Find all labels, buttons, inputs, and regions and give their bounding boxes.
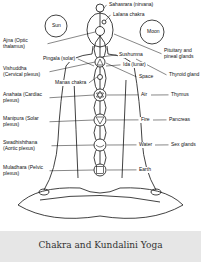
left-torso-outline (74, 80, 78, 178)
part-label: Fire (140, 117, 151, 123)
ida-line (94, 36, 106, 170)
leader-line (151, 94, 169, 95)
part-label: Water (138, 142, 153, 148)
leader-line (48, 32, 96, 44)
crossed-legs (18, 188, 183, 219)
part-label: Sushumna (118, 52, 144, 58)
part-label: Thymus (170, 92, 190, 98)
leader-line (106, 65, 121, 66)
caption-text: Chakra and Kundalini Yoga (0, 240, 201, 250)
chakra-symbol (97, 59, 103, 65)
part-label: Swadhishthana (Aortic plexus) (2, 140, 50, 152)
part-label: Sun (51, 23, 62, 29)
leader-line (52, 145, 95, 147)
leader-line (107, 169, 137, 170)
swadhishthana-chakra (94, 139, 106, 151)
leader-line (107, 119, 139, 120)
part-label: Moon (146, 29, 161, 35)
chakra-symbol (97, 91, 104, 99)
part-label: Sex glands (170, 142, 201, 148)
part-label: Vishuddha (Cervical plexus) (2, 66, 48, 78)
part-label: Ida (lunar) (122, 62, 147, 68)
leader-line (89, 77, 97, 83)
right-hand (151, 189, 161, 195)
leader-line (107, 144, 137, 145)
part-label: Air (140, 92, 148, 98)
manipura-chakra (94, 114, 106, 126)
vishuddha-chakra (95, 57, 105, 67)
part-label: Sahasrara (nirvana) (108, 2, 154, 8)
leader-line (50, 62, 96, 72)
manas-chakra (98, 75, 103, 80)
ajna-chakra (96, 27, 105, 36)
leader-line (104, 5, 107, 8)
leader-line (50, 120, 95, 122)
part-label: Lalana chakra (112, 12, 145, 18)
right-body-outline (107, 46, 156, 190)
left-hand (39, 189, 49, 195)
anahata-chakra (94, 89, 106, 101)
part-label: Pingala (solar) (42, 56, 76, 62)
part-label: Pancreas (168, 117, 191, 123)
part-label: Muladhara (Pelvic plexus) (2, 165, 48, 177)
leader-line (101, 55, 117, 57)
sun-circle (45, 15, 67, 37)
muladhara-chakra (94, 164, 106, 176)
leader-line (50, 95, 95, 98)
part-label: Manipura (Solar plexus) (2, 116, 48, 128)
moon-circle (140, 20, 164, 44)
leader-line (114, 34, 162, 54)
chakra-symbol (97, 167, 104, 174)
pingala-line (94, 36, 106, 170)
part-label: Space (138, 74, 154, 80)
sahasrara-chakra (96, 4, 104, 12)
leader-line (50, 170, 95, 172)
leader-line (107, 94, 139, 95)
leader-line (155, 144, 169, 145)
part-label: Thyroid gland (168, 72, 201, 78)
leader-line (105, 15, 111, 21)
part-label: Anahata (Cardiac plexus) (2, 92, 48, 104)
part-label: Earth (138, 167, 152, 173)
leader-line (153, 119, 167, 120)
chakra-symbol (96, 117, 104, 124)
part-label: Pituitary and pineal glands (163, 48, 201, 60)
part-label: Manas chakra (54, 80, 87, 86)
part-label: Ajna (Optic thalamus) (2, 38, 46, 50)
chakra-symbol (96, 145, 104, 147)
leg-line (40, 195, 160, 202)
